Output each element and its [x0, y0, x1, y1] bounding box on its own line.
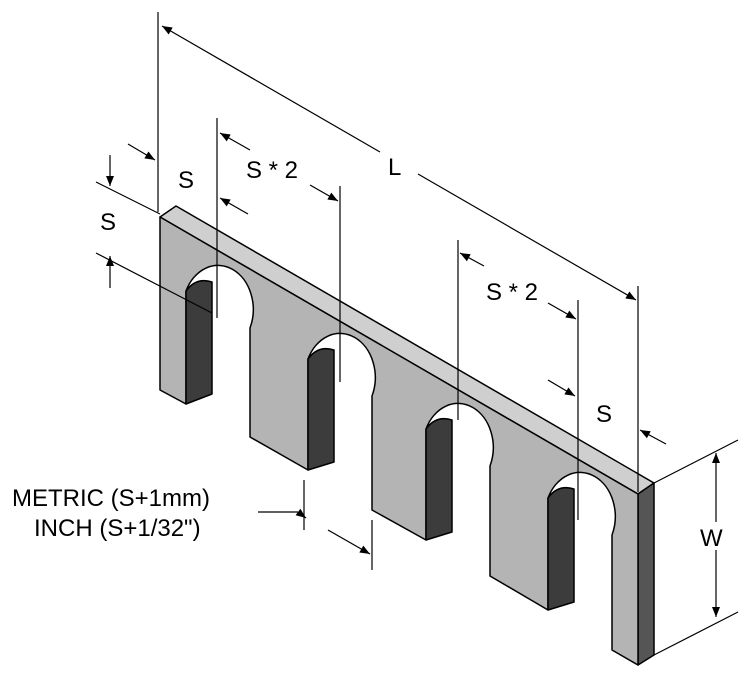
- part-body: [159, 205, 655, 666]
- dim-line-L-right: [417, 173, 637, 301]
- label-L: L: [388, 154, 401, 181]
- slot-shadow-3: [425, 417, 453, 541]
- slot-shadow-1: [185, 279, 213, 405]
- slot-shadow-4: [547, 486, 575, 611]
- slot-shadow-2: [307, 347, 335, 471]
- note-metric: METRIC (S+1mm): [12, 485, 210, 512]
- dimension-lines: [95, 12, 739, 656]
- label-S-thickness: S: [100, 209, 116, 236]
- right-end-face: [637, 482, 655, 666]
- dim-line-L-left: [161, 25, 381, 153]
- label-S-right: S: [596, 401, 612, 428]
- dimension-labels: L S S S * 2 S * 2 S W METRIC (S+1mm) INC…: [12, 154, 723, 552]
- label-S2-right: S * 2: [486, 279, 538, 306]
- label-W: W: [700, 525, 723, 552]
- label-S2-left: S * 2: [246, 157, 298, 184]
- label-S-left: S: [178, 167, 194, 194]
- note-inch: INCH (S+1/32"): [34, 515, 201, 542]
